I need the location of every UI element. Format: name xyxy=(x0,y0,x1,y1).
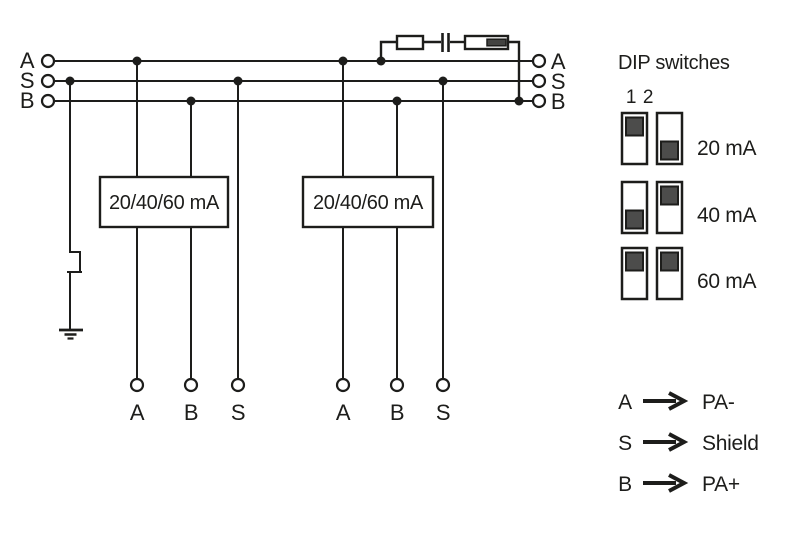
left-terminal-label-b: B xyxy=(20,88,34,113)
signal-legend: A PA- S Shield B PA+ xyxy=(618,391,759,496)
junction-dot xyxy=(233,76,243,86)
right-terminal-label-a: A xyxy=(551,49,566,74)
ground-branch xyxy=(59,81,83,340)
module1-terminal-label-b: B xyxy=(184,400,198,425)
dip-row-60ma: 60 mA xyxy=(620,246,757,301)
terminal-circle-left-b xyxy=(40,93,56,109)
junction-dot xyxy=(514,96,524,106)
bus-lines xyxy=(54,60,533,102)
terminator-wire-left xyxy=(379,40,397,61)
dip-column-label-2: 2 xyxy=(643,87,653,108)
legend-signal: S xyxy=(618,432,632,455)
junction-dot xyxy=(338,56,348,66)
legend-row-b: B PA+ xyxy=(618,473,740,496)
module1-terminal-label-s: S xyxy=(231,400,245,425)
legend-meaning: PA- xyxy=(702,391,735,414)
right-arrow-head xyxy=(668,391,689,411)
terminator-wire-right xyxy=(508,40,521,101)
terminal-circle-left-a xyxy=(40,53,56,69)
terminal-circle-right-a xyxy=(531,53,547,69)
module-2: 20/40/60 mA A B S xyxy=(301,61,451,425)
module2-terminal-label-a: A xyxy=(336,400,351,425)
module1-box xyxy=(98,175,230,229)
capacitor-icon xyxy=(441,33,450,52)
dip-switch-panel: DIP switches 1 2 20 mA 40 mA 60 mA xyxy=(618,52,757,301)
module2-box xyxy=(301,175,435,229)
legend-meaning: Shield xyxy=(702,432,759,455)
dip-row-label: 60 mA xyxy=(697,270,756,293)
legend-signal: A xyxy=(618,391,632,414)
junction-dots xyxy=(65,56,524,106)
dip-switch-slider xyxy=(660,140,679,161)
right-terminal-label-s: S xyxy=(551,69,565,94)
module2-terminal-label-s: S xyxy=(436,400,450,425)
dip-switch-slider xyxy=(660,251,679,272)
module2-label: 20/40/60 mA xyxy=(313,192,424,214)
module2-terminal-label-b: B xyxy=(390,400,404,425)
junction-dot xyxy=(65,76,75,86)
ground-icon xyxy=(59,328,83,340)
dip-panel-title: DIP switches xyxy=(618,52,730,74)
dip-row-label: 40 mA xyxy=(697,204,756,227)
module2-terminal-a xyxy=(335,377,351,393)
right-arrow-head xyxy=(668,432,689,452)
module1-terminal-b xyxy=(183,377,199,393)
dip-switch-slider xyxy=(625,116,644,137)
module1-label: 20/40/60 mA xyxy=(109,192,220,214)
terminal-circle-right-s xyxy=(531,73,547,89)
module-1: 20/40/60 mA A B S xyxy=(98,61,246,425)
legend-signal: B xyxy=(618,473,632,496)
right-arrow-head xyxy=(668,473,689,493)
dip-row-label: 20 mA xyxy=(697,137,756,160)
module1-terminal-a xyxy=(129,377,145,393)
dip-switch-slider xyxy=(625,251,644,272)
dip-row-40ma: 40 mA xyxy=(620,180,757,235)
legend-row-a: A PA- xyxy=(618,391,735,414)
resistor-icon xyxy=(395,34,425,51)
module1-terminal-label-a: A xyxy=(130,400,145,425)
left-terminal-label-s: S xyxy=(20,68,34,93)
legend-row-s: S Shield xyxy=(618,432,759,455)
legend-meaning: PA+ xyxy=(702,473,740,496)
dip-switch-slider xyxy=(625,209,644,230)
dip-switch-slider xyxy=(660,185,679,206)
terminator-network xyxy=(379,33,521,101)
right-terminal-label-b: B xyxy=(551,89,565,114)
module2-terminal-b xyxy=(389,377,405,393)
junction-dot xyxy=(376,56,386,66)
junction-dot xyxy=(392,96,402,106)
left-terminal-label-a: A xyxy=(20,48,35,73)
ground-wire-upper xyxy=(69,81,81,272)
terminal-circle-right-b xyxy=(531,93,547,109)
module1-terminal-s xyxy=(230,377,246,393)
terminal-circle-left-s xyxy=(40,73,56,89)
module2-terminal-s xyxy=(435,377,451,393)
junction-dot xyxy=(132,56,142,66)
dip-row-20ma: 20 mA xyxy=(620,111,757,166)
dip-column-label-1: 1 xyxy=(626,87,636,108)
right-terminals: A S B xyxy=(531,49,566,114)
junction-dot xyxy=(438,76,448,86)
fuse-icon xyxy=(463,34,510,51)
left-terminals: A S B xyxy=(20,48,56,113)
junction-dot xyxy=(186,96,196,106)
fuse-filled-band xyxy=(486,38,507,47)
